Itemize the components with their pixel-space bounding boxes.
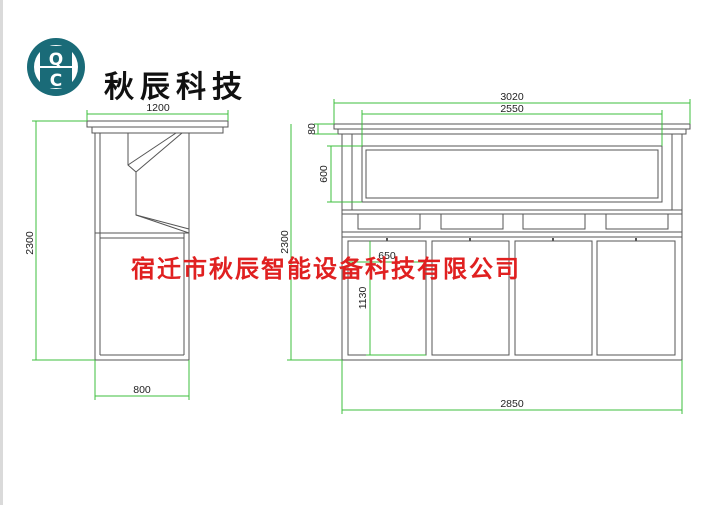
- front-door-4: [596, 240, 676, 356]
- front-drawer-3: [522, 213, 586, 230]
- front-door-3: [514, 240, 593, 356]
- front-door-width-label: 650: [378, 250, 396, 262]
- front-drawer-1: [357, 213, 421, 230]
- brand-name: 秋辰科技: [104, 70, 248, 105]
- front-door-height-label: 1130: [357, 287, 369, 310]
- front-width-inner-label: 2550: [500, 103, 524, 115]
- logo-letter-q: Q: [49, 50, 63, 70]
- side-view: [86, 120, 229, 361]
- side-height-label: 2300: [24, 231, 36, 255]
- front-glass-panel: [361, 145, 663, 203]
- front-height-label: 2300: [279, 230, 291, 254]
- side-width-bottom-label: 800: [133, 384, 151, 396]
- front-cornice: [333, 123, 691, 130]
- front-drawer-2: [440, 213, 504, 230]
- front-drawer-4: [605, 213, 669, 230]
- front-glass-height-label: 600: [318, 165, 330, 183]
- page-edge: [0, 0, 3, 505]
- front-cornice-lower: [337, 128, 687, 135]
- front-width-top-label: 3020: [500, 91, 524, 103]
- logo-letter-c: C: [50, 71, 62, 91]
- front-body: [341, 133, 683, 361]
- front-cornice-label: 80: [306, 123, 318, 135]
- company-watermark: 宿迁市秋辰智能设备科技有限公司: [131, 254, 521, 283]
- front-view: [333, 123, 691, 361]
- side-cornice-lower: [91, 126, 224, 134]
- side-body: [94, 132, 190, 361]
- company-logo: Q C: [27, 38, 85, 96]
- side-angled-front: [127, 133, 190, 230]
- side-dimensions: [32, 110, 229, 400]
- front-dimensions: [287, 99, 691, 414]
- side-width-top-label: 1200: [146, 102, 170, 114]
- side-cornice: [86, 120, 229, 128]
- front-width-bottom-label: 2850: [500, 398, 524, 410]
